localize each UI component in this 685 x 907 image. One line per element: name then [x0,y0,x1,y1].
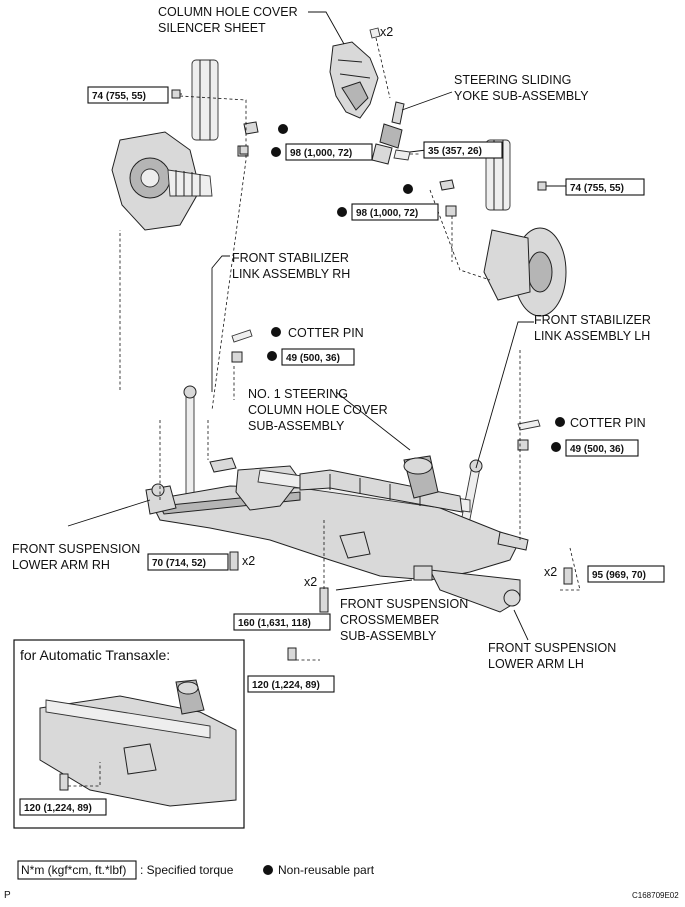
label-lower-arm-lh: FRONT SUSPENSION LOWER ARM LH [488,641,620,671]
inset-automatic-transaxle: for Automatic Transaxle: 120 (1,224, 89) [13,639,245,829]
torque-box-49-lh: 49 (500, 36) [565,439,639,457]
label-cotter-pin-lh: COTTER PIN [570,416,646,430]
svg-text:49 (500, 36): 49 (500, 36) [570,444,624,455]
torque-box-98-lh: 98 (1,000, 72) [351,203,439,221]
legend-torque-text: : Specified torque [140,863,234,877]
torque-box-95: 95 (969, 70) [587,565,665,583]
footer-figure-code: C168709E02 [632,891,679,900]
svg-text:35 (357, 26): 35 (357, 26) [428,146,482,157]
label-crossmember: FRONT SUSPENSION CROSSMEMBER SUB-ASSEMBL… [340,597,472,643]
legend-torque-unit: N*m (kgf*cm, ft.*lbf) [21,863,126,877]
legend-nonreusable-dot [263,865,273,875]
svg-text:120 (1,224, 89): 120 (1,224, 89) [252,680,320,691]
label-lower-arm-rh: FRONT SUSPENSION LOWER ARM RH [12,542,144,572]
label-no1-hole-cover: NO. 1 STEERING COLUMN HOLE COVER SUB-ASS… [248,387,391,433]
inset-torque-120: 120 (1,224, 89) [24,803,92,814]
label-stabilizer-link-lh: FRONT STABILIZER LINK ASSEMBLY LH [534,313,654,343]
label-x2-clip: x2 [380,25,393,39]
label-silencer-sheet: COLUMN HOLE COVER SILENCER SHEET [158,5,301,35]
steering-yoke-part [371,101,411,165]
label-x2-lh-bolt: x2 [544,565,557,579]
legend-nonreusable-text: Non-reusable part [278,863,375,877]
label-x2-rh-bolt: x2 [242,554,255,568]
nonreusable-dots [267,124,565,452]
nut-symbols [171,89,547,191]
label-stabilizer-link-rh: FRONT STABILIZER LINK ASSEMBLY RH [232,251,352,281]
torque-box-74-rh: 74 (755, 55) [87,86,169,104]
callout-leaders [67,11,568,641]
crossmember-steering-gear-part [145,455,529,613]
svg-text:98 (1,000, 72): 98 (1,000, 72) [290,148,352,159]
torque-box-74-lh: 74 (755, 55) [565,178,645,196]
label-steering-yoke: STEERING SLIDING YOKE SUB-ASSEMBLY [454,73,589,103]
svg-text:70 (714, 52): 70 (714, 52) [152,558,206,569]
svg-text:74 (755, 55): 74 (755, 55) [92,91,146,102]
rh-knuckle-strut-part [111,59,259,231]
legend: N*m (kgf*cm, ft.*lbf) : Specified torque… [17,860,375,880]
torque-box-120-main: 120 (1,224, 89) [247,675,335,693]
svg-text:160 (1,631, 118): 160 (1,631, 118) [238,618,311,629]
lh-knuckle-strut-part [439,139,567,317]
torque-box-98-rh: 98 (1,000, 72) [285,143,373,161]
label-x2-lower-bolt: x2 [304,575,317,589]
svg-text:95 (969, 70): 95 (969, 70) [592,570,646,581]
torque-box-70: 70 (714, 52) [147,553,229,571]
bolt-parts [229,551,573,661]
small-hardware-parts [231,329,541,451]
torque-box-49-rh: 49 (500, 36) [281,348,355,366]
footer-page-letter: P [4,890,11,901]
torque-box-35: 35 (357, 26) [423,141,503,159]
inset-title: for Automatic Transaxle: [20,647,170,663]
assembly-dashed-lines [119,37,581,661]
clip-part-x2 [369,27,381,39]
silencer-sheet-part [329,41,379,119]
label-cotter-pin-rh: COTTER PIN [288,326,364,340]
svg-text:98 (1,000, 72): 98 (1,000, 72) [356,208,418,219]
svg-text:49 (500, 36): 49 (500, 36) [286,353,340,364]
svg-text:74 (755, 55): 74 (755, 55) [570,183,624,194]
torque-box-160: 160 (1,631, 118) [233,613,331,631]
